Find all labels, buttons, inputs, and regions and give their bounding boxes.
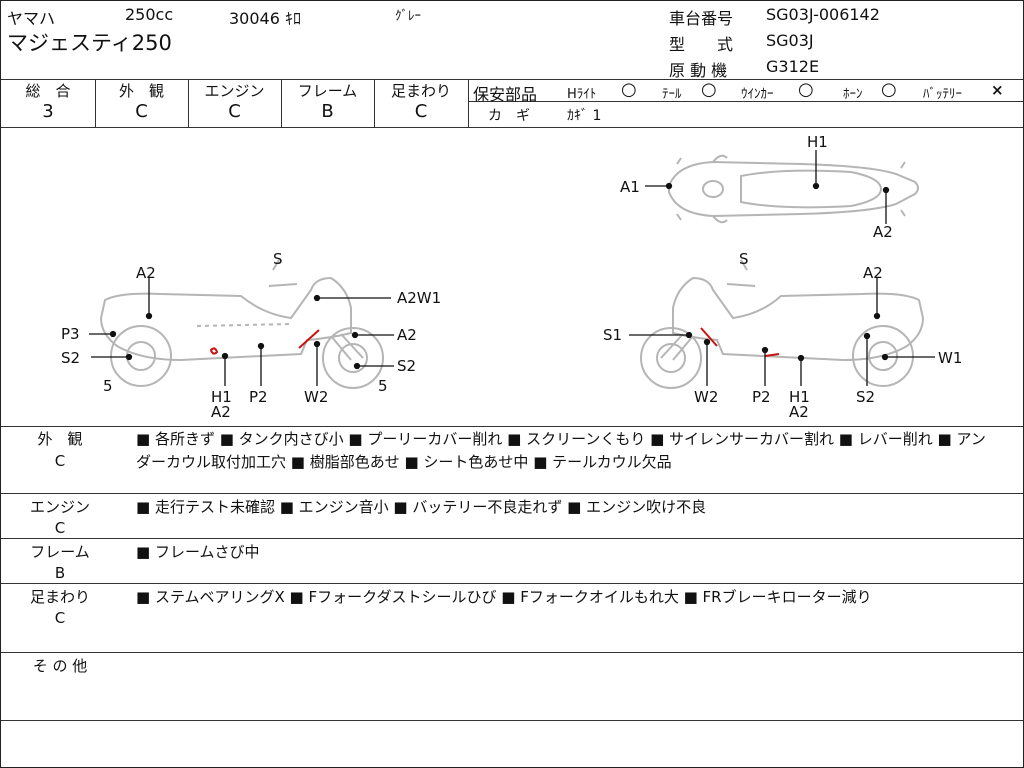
safety-label: 保安部品 xyxy=(473,85,538,104)
damage-diagram: H1 A1 A2 S A2 A2W1 P3 A2 S2 S2 5 5 H1 A2… xyxy=(1,128,1023,426)
safety-item-tail: ﾃｰﾙ xyxy=(662,87,682,102)
divider xyxy=(1,720,1023,721)
displacement: 250cc xyxy=(125,5,174,24)
label-left-a2-right: A2 xyxy=(397,326,417,344)
grade-label-overall: 総 合 xyxy=(25,82,71,100)
label-right-a2-bottom: A2 xyxy=(789,403,809,421)
vehicle-header: ヤマハ 250cc 30046 ｷﾛ ｸﾞﾚｰ マジェスティ250 車台番号 S… xyxy=(1,1,1023,80)
callout-lines xyxy=(89,150,935,386)
scooter-left-view xyxy=(99,259,384,389)
section-grade-frame: B xyxy=(54,564,66,582)
label-right-p2: P2 xyxy=(752,388,771,406)
section-notes-engine: ■ 走行テスト未確認 ■ エンジン音小 ■ バッテリー不良走れず ■ エンジン吹… xyxy=(136,498,707,516)
grade-value-frame: B xyxy=(321,101,334,122)
divider xyxy=(1,127,1023,128)
safety-item-headlight: Hﾗｲﾄ xyxy=(567,87,597,102)
safety-item-winker: ｳｲﾝｶｰ xyxy=(741,87,774,102)
label-left-5a: 5 xyxy=(103,377,113,395)
divider xyxy=(1,583,1023,584)
label-top-a2: A2 xyxy=(873,223,893,241)
grade-value-exterior: C xyxy=(135,101,148,122)
safety-mark-horn: ○ xyxy=(881,79,897,100)
grade-label-suspension: 足まわり xyxy=(390,82,451,100)
divider xyxy=(95,79,96,127)
frame-number-label: 車台番号 xyxy=(669,9,734,28)
section-grade-suspension: C xyxy=(54,609,66,627)
safety-mark-tail: ○ xyxy=(701,79,717,100)
damage-marks xyxy=(209,327,780,357)
label-left-5b: 5 xyxy=(378,377,388,395)
model-type: SG03J xyxy=(766,31,814,50)
divider xyxy=(468,101,1023,102)
diagram-labels: H1 A1 A2 S A2 A2W1 P3 A2 S2 S2 5 5 H1 A2… xyxy=(61,133,962,421)
scooter-top-view xyxy=(668,154,919,224)
frame-number: SG03J-006142 xyxy=(766,5,880,24)
label-left-s2: S2 xyxy=(61,349,80,367)
label-left-w2: W2 xyxy=(304,388,328,406)
scooter-diagram-svg: H1 A1 A2 S A2 A2W1 P3 A2 S2 S2 5 5 H1 A2… xyxy=(61,133,962,421)
grade-value-engine: C xyxy=(228,101,241,122)
divider xyxy=(374,79,375,127)
label-left-s: S xyxy=(273,250,283,268)
section-label-engine: エンジン xyxy=(29,498,90,516)
engine-model-label: 原 動 機 xyxy=(669,61,728,80)
section-label-other: そ の 他 xyxy=(32,657,88,675)
section-notes-exterior: ■ 各所きず ■ タンク内さび小 ■ プーリーカバー削れ ■ スクリーンくもり … xyxy=(136,430,986,471)
label-left-a2: A2 xyxy=(136,264,156,282)
label-left-a2-bottom: A2 xyxy=(211,403,231,421)
divider xyxy=(281,79,282,127)
safety-mark-battery: × xyxy=(991,81,1004,99)
safety-item-horn: ﾎｰﾝ xyxy=(843,87,863,102)
grade-value-suspension: C xyxy=(414,101,428,122)
divider xyxy=(1,538,1023,539)
engine-model: G312E xyxy=(766,57,820,76)
label-right-w2: W2 xyxy=(694,388,718,406)
scooter-right-view xyxy=(640,259,925,389)
key-label: カ ギ xyxy=(488,108,530,124)
label-left-s2-right: S2 xyxy=(397,357,416,375)
label-right-a2: A2 xyxy=(863,264,883,282)
section-label-suspension: 足まわり xyxy=(29,588,90,606)
divider xyxy=(468,79,469,127)
grade-value-overall: 3 xyxy=(42,101,54,122)
model-type-label: 型 式 xyxy=(669,35,734,54)
section-notes-suspension: ■ ステムベアリングX ■ Fフォークダストシールひび ■ Fフォークオイルもれ… xyxy=(136,588,872,606)
section-notes-frame: ■ フレームさび中 xyxy=(136,543,260,561)
key-count: ｶｷﾞ 1 xyxy=(567,108,602,124)
label-top-a1: A1 xyxy=(620,178,640,196)
divider xyxy=(1,652,1023,653)
grade-label-exterior: 外 観 xyxy=(118,82,164,100)
divider xyxy=(1,426,1023,427)
label-right-s1: S1 xyxy=(603,326,622,344)
section-grade-engine: C xyxy=(54,519,66,537)
safety-mark-winker: ○ xyxy=(798,79,814,100)
safety-mark-headlight: ○ xyxy=(621,79,637,100)
label-top-h1: H1 xyxy=(807,133,828,151)
label-right-w1: W1 xyxy=(938,349,962,367)
label-right-s: S xyxy=(739,250,749,268)
color: ｸﾞﾚｰ xyxy=(395,9,421,24)
label-right-h1: H1 xyxy=(789,388,810,406)
section-label-exterior: 外 観 xyxy=(37,430,83,448)
grade-label-frame: フレーム xyxy=(297,82,358,100)
section-label-frame: フレーム xyxy=(30,543,90,561)
model-name: マジェスティ250 xyxy=(7,31,172,55)
section-grade-exterior: C xyxy=(54,452,66,470)
label-left-p2: P2 xyxy=(249,388,268,406)
grade-label-engine: エンジン xyxy=(204,82,265,100)
label-right-s2: S2 xyxy=(856,388,875,406)
label-left-p3: P3 xyxy=(61,325,80,343)
maker: ヤマハ xyxy=(7,9,56,28)
label-left-h1: H1 xyxy=(211,388,232,406)
divider xyxy=(1,79,1023,80)
mileage: 30046 ｷﾛ xyxy=(229,9,301,28)
safety-item-battery: ﾊﾞｯﾃﾘｰ xyxy=(923,87,962,102)
divider xyxy=(188,79,189,127)
label-left-a2w1: A2W1 xyxy=(397,289,441,307)
divider xyxy=(1,493,1023,494)
